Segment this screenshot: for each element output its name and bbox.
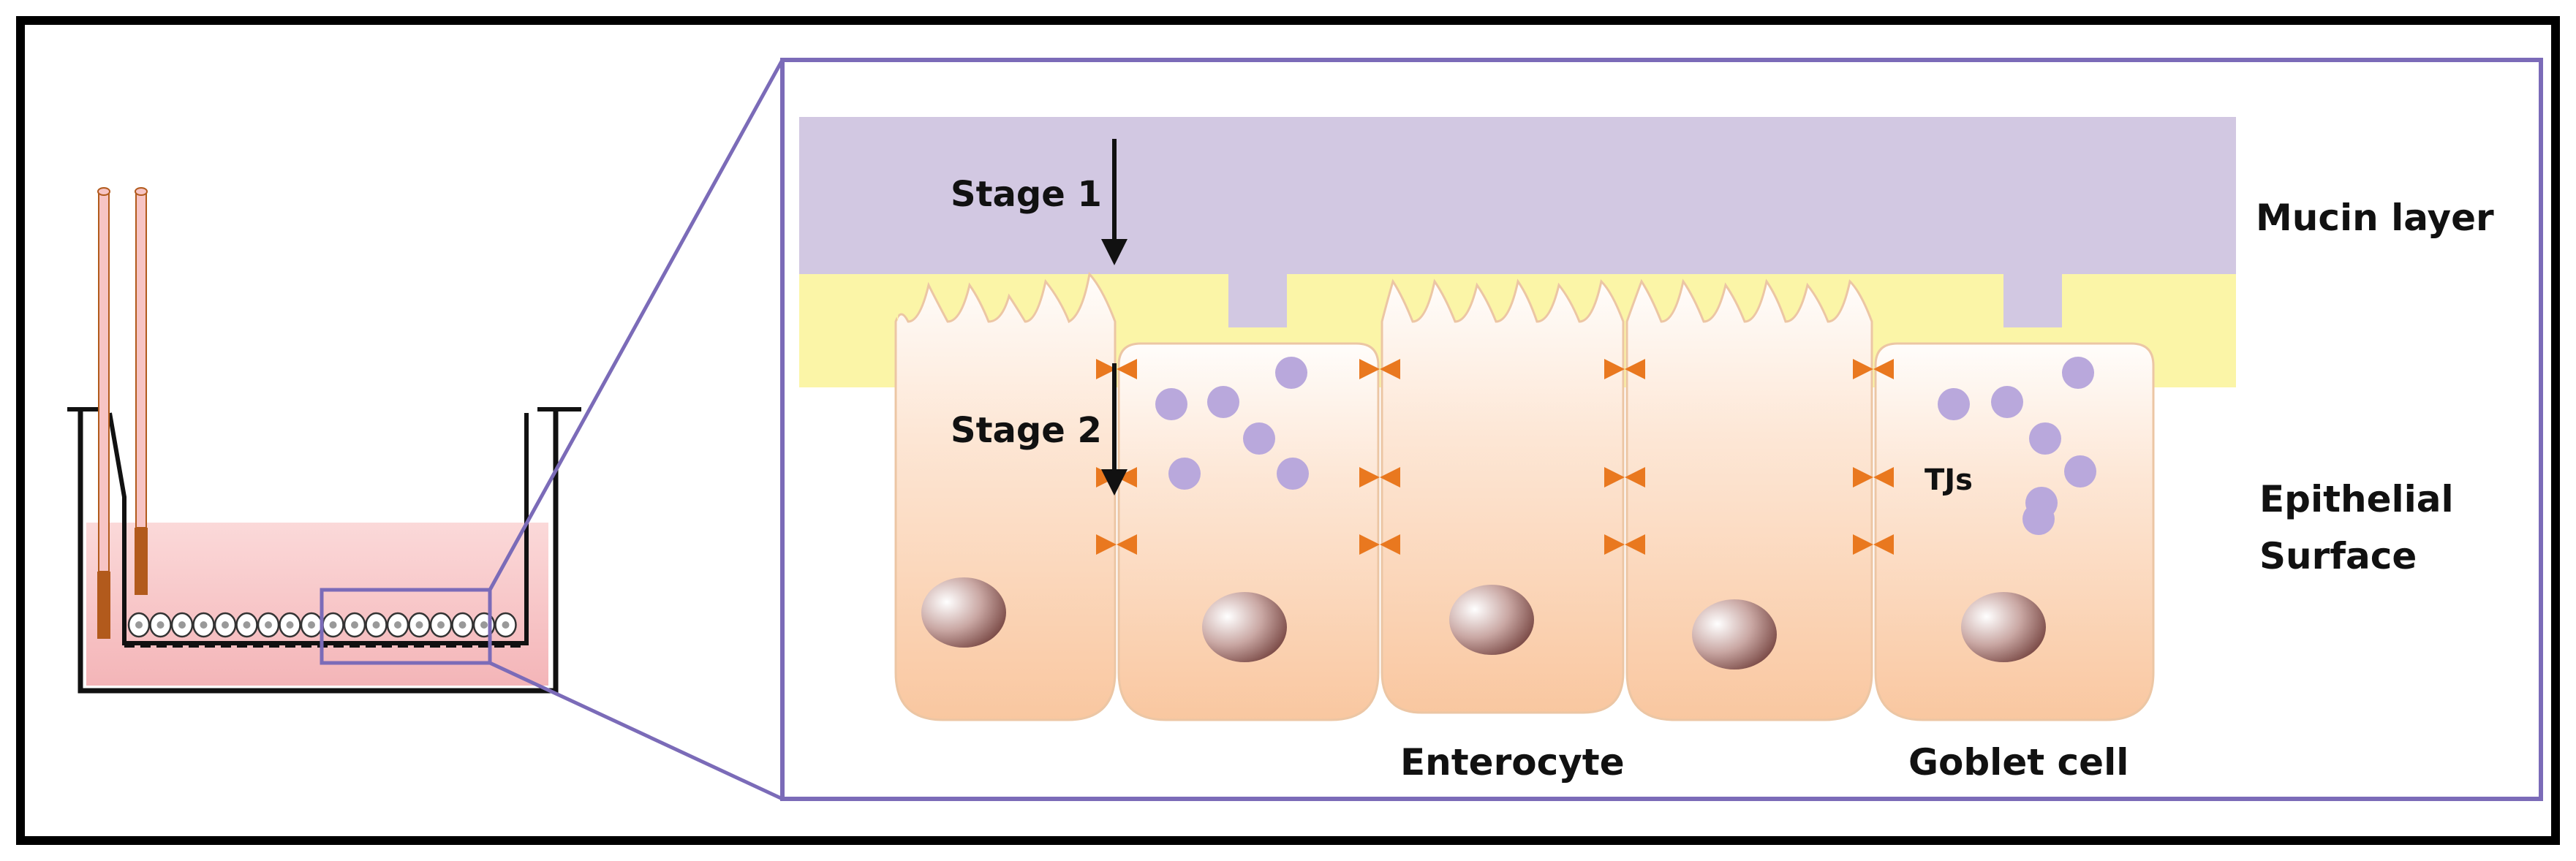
stage-1-label: Stage 1 (951, 174, 1102, 215)
cell-monolayer (127, 612, 517, 638)
tight-junction (1604, 467, 1645, 488)
mucin-granule (1991, 386, 2023, 418)
monolayer-cell-nucleus (372, 621, 380, 629)
monolayer-cell-nucleus (502, 621, 510, 629)
mucin-granule (1155, 388, 1187, 420)
tight-junction (1604, 534, 1645, 555)
mucin-granule (2062, 357, 2094, 389)
mucin-granules (1155, 357, 2096, 535)
mucin-granule (1277, 458, 1309, 490)
monolayer-cell-nucleus (415, 621, 423, 629)
tight-junction (1604, 359, 1645, 379)
outer-frame (16, 16, 2560, 845)
tight-junction (1853, 359, 1894, 379)
goblet-cell (1117, 342, 1380, 721)
nucleus (1961, 592, 2046, 662)
mucin-granule (1938, 388, 1970, 420)
nuclei (921, 577, 2046, 670)
zoom-region-box (320, 588, 492, 665)
tight-junction (1096, 534, 1137, 555)
goblet-cell (1874, 342, 2155, 721)
stage-2-label: Stage 2 (951, 410, 1102, 451)
nucleus (1202, 592, 1287, 662)
microvilli (886, 275, 1130, 338)
mucin-granule (1243, 422, 1275, 455)
mucin-layer-label: Mucin layer (2256, 197, 2494, 239)
transwell-insert (67, 187, 581, 694)
monolayer-cell-nucleus (178, 621, 186, 629)
enterocyte-label: Enterocyte (1400, 741, 1625, 784)
tight-junction (1359, 534, 1400, 555)
mucin-granule (1168, 458, 1201, 490)
monolayer-cell-nucleus (200, 621, 208, 629)
nucleus (1449, 585, 1534, 655)
monolayer-cell-nucleus (156, 621, 165, 629)
tight-junction (1359, 467, 1400, 488)
zoom-connector-top (488, 58, 785, 591)
mucin-secretion-pillar (1228, 273, 1287, 327)
monolayer-cell-nucleus (222, 621, 229, 629)
nucleus (1692, 599, 1777, 670)
mucin-granule (2022, 503, 2055, 535)
teer-electrode-inner (135, 187, 148, 595)
monolayer-cell-nucleus (265, 621, 272, 629)
tight-junction (1853, 467, 1894, 488)
tjs-label: TJs (1925, 463, 1973, 497)
monolayer-cell-nucleus (135, 621, 143, 629)
well-wall (78, 409, 559, 694)
tight-junction (1359, 359, 1400, 379)
tight-junction (1853, 534, 1894, 555)
monolayer-cell-nucleus (243, 621, 251, 629)
mucin-granule (1207, 386, 1239, 418)
enterocyte-cell (1380, 278, 1625, 714)
surface-label: Surface (2259, 535, 2417, 577)
goblet-cell-label: Goblet cell (1908, 741, 2129, 784)
zoom-connector-bottom (488, 661, 784, 801)
epithelial-label: Epithelial (2259, 478, 2454, 520)
mucin-granule (2064, 455, 2096, 488)
teer-electrode-outer (97, 187, 110, 639)
monolayer-cell-nucleus (394, 621, 401, 629)
monolayer-cell-nucleus (437, 621, 445, 629)
mucin-layer (799, 117, 2236, 274)
enterocyte-cell (1625, 278, 1873, 721)
nucleus (921, 577, 1006, 648)
monolayer-cell-nucleus (329, 621, 337, 629)
monolayer-cell-nucleus (351, 621, 358, 629)
monolayer-cell-nucleus (458, 621, 467, 629)
monolayer-cell-nucleus (286, 621, 294, 629)
enterocyte-cell (894, 271, 1117, 721)
monolayer-cell-nucleus (308, 621, 315, 629)
monolayer-cell-nucleus (480, 621, 488, 629)
mucin-granule (1275, 357, 1307, 389)
mucin-secretion-pillar (2003, 273, 2062, 327)
mucin-granule (2029, 422, 2061, 455)
